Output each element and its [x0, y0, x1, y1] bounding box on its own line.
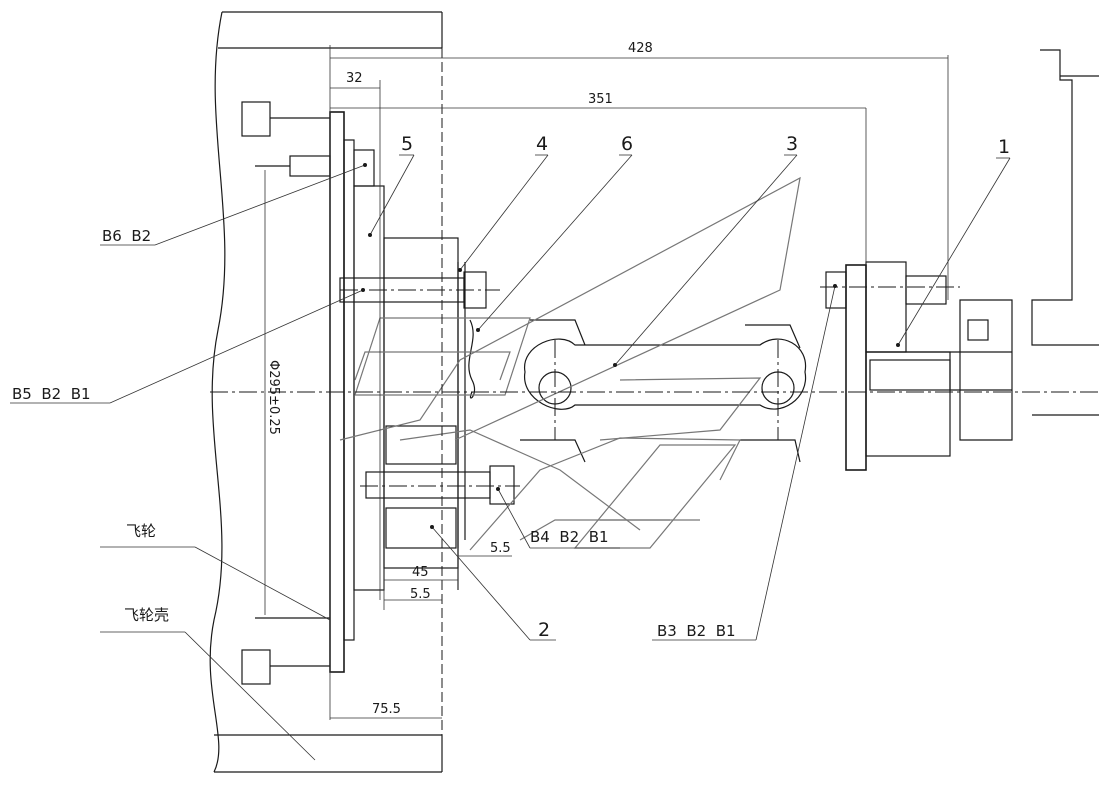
dim-351: 351	[588, 92, 613, 107]
part-label-5: 5	[401, 133, 413, 155]
part-label-4: 4	[536, 133, 548, 155]
part-label-3: 3	[786, 133, 798, 155]
dimension-lines	[264, 45, 949, 720]
callout-b6-b2: B6 B2	[102, 227, 151, 245]
dim-75-5: 75.5	[372, 702, 401, 717]
watermark	[339, 176, 801, 551]
callout-b5-b2-b1: B5 B2 B1	[12, 385, 91, 403]
dim-32: 32	[346, 71, 363, 86]
dim-diameter: Φ295±0.25	[266, 360, 281, 435]
annotation-flywheel: 飞轮	[126, 522, 156, 540]
leader-dots	[361, 163, 900, 529]
annotation-flywheel-housing: 飞轮壳	[124, 606, 169, 624]
gearbox-housing	[959, 49, 1099, 441]
flywheel-housing	[209, 11, 443, 773]
callout-b4-b2-b1: B4 B2 B1	[530, 528, 609, 546]
part-label-1: 1	[998, 136, 1010, 158]
callout-b3-b2-b1: B3 B2 B1	[657, 622, 736, 640]
leader-lines	[10, 154, 1011, 761]
right-flange	[825, 261, 1012, 471]
part-label-6: 6	[621, 133, 633, 155]
centerlines	[210, 48, 1099, 735]
part-label-2: 2	[538, 619, 550, 641]
dim-5-5-a: 5.5	[490, 541, 511, 556]
dim-428: 428	[628, 41, 653, 56]
dim-5-5-b: 5.5	[410, 587, 431, 602]
drive-shaft	[520, 319, 807, 463]
dim-45: 45	[412, 565, 429, 580]
